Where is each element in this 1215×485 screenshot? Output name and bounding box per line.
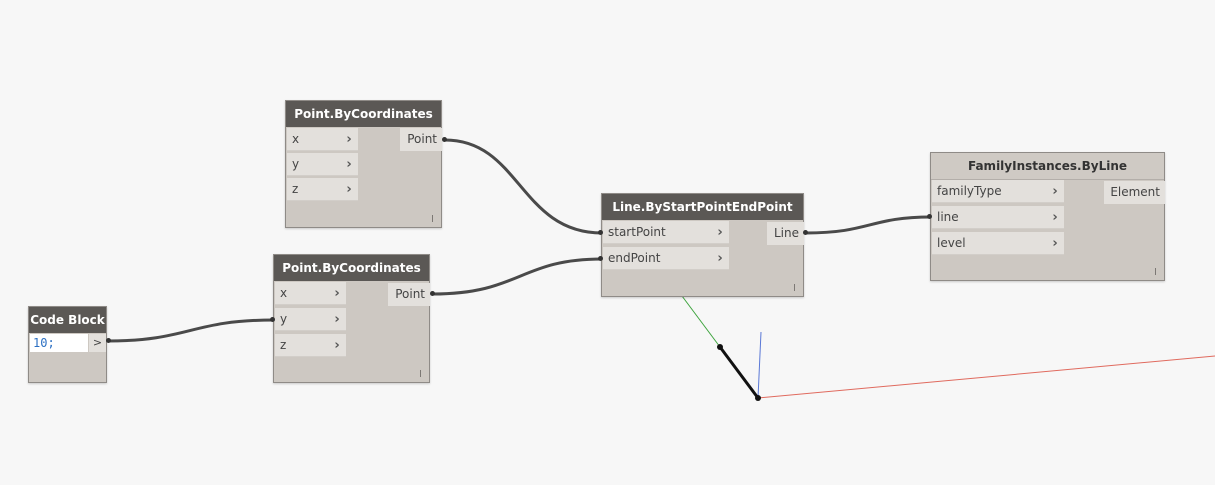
- port-label: Element: [1110, 185, 1160, 199]
- chevron-right-icon: ›: [1052, 236, 1058, 251]
- input-port-z[interactable]: z ›: [287, 178, 358, 201]
- port-label: line: [937, 210, 959, 224]
- connector-dot: [927, 214, 932, 219]
- node-title: Code Block: [29, 307, 106, 333]
- connector-dot: [442, 137, 447, 142]
- input-port-familytype[interactable]: familyType ›: [932, 180, 1064, 203]
- node-line-bystartpointendpoint[interactable]: Line.ByStartPointEndPoint startPoint › e…: [601, 193, 804, 297]
- axis-y-line: [681, 295, 721, 348]
- input-port-z[interactable]: z ›: [275, 334, 346, 357]
- output-port-point[interactable]: Point: [400, 128, 442, 151]
- node-code-block[interactable]: Code Block 10; >: [28, 306, 107, 383]
- wire-point1-to-startpoint[interactable]: [444, 138, 603, 235]
- code-editor[interactable]: 10;: [30, 334, 88, 352]
- chevron-right-icon: ›: [346, 157, 352, 172]
- output-port-code[interactable]: >: [89, 334, 106, 352]
- chevron-right-icon: ›: [717, 251, 723, 266]
- input-port-line[interactable]: line ›: [932, 206, 1064, 229]
- input-port-level[interactable]: level ›: [932, 232, 1064, 255]
- port-label: z: [280, 338, 287, 352]
- input-port-y[interactable]: y ›: [287, 153, 358, 176]
- input-port-x[interactable]: x ›: [287, 128, 358, 151]
- output-port-line[interactable]: Line: [767, 222, 804, 245]
- chevron-right-icon: ›: [346, 132, 352, 147]
- port-label: Point: [395, 287, 425, 301]
- connector-dot: [803, 230, 808, 235]
- node-resize-mark: [794, 284, 795, 291]
- chevron-right-icon: ›: [334, 338, 340, 353]
- preview-point-start: [717, 344, 723, 350]
- chevron-right-icon: ›: [717, 225, 723, 240]
- input-port-endpoint[interactable]: endPoint ›: [603, 247, 729, 270]
- node-title: Point.ByCoordinates: [286, 101, 441, 127]
- connector-dot: [430, 291, 435, 296]
- port-label: level: [937, 236, 966, 250]
- chevron-right-icon: ›: [1052, 210, 1058, 225]
- connector-dot: [598, 256, 603, 261]
- wire-line-to-familyline[interactable]: [805, 215, 932, 235]
- wire-point2-to-endpoint[interactable]: [432, 257, 603, 296]
- port-label: z: [292, 182, 299, 196]
- input-port-y[interactable]: y ›: [275, 308, 346, 331]
- node-point-bycoordinates-top[interactable]: Point.ByCoordinates x › y › z › Point: [285, 100, 442, 228]
- port-label: Line: [773, 226, 799, 240]
- port-label: x: [292, 132, 300, 146]
- port-label: x: [280, 286, 288, 300]
- port-label: y: [292, 157, 300, 171]
- node-title: FamilyInstances.ByLine: [931, 153, 1164, 180]
- wire-codeblock-to-y[interactable]: [106, 318, 275, 343]
- port-label: startPoint: [608, 225, 666, 239]
- chevron-right-icon: ›: [334, 312, 340, 327]
- output-port-element[interactable]: Element: [1104, 181, 1165, 204]
- port-label: endPoint: [608, 251, 661, 265]
- preview-point-end: [755, 395, 761, 401]
- port-label: Point: [407, 132, 437, 146]
- chevron-right-icon: ›: [334, 286, 340, 301]
- node-resize-mark: [432, 215, 433, 222]
- axis-z-line: [757, 331, 762, 399]
- port-label: y: [280, 312, 288, 326]
- connector-dot: [598, 230, 603, 235]
- node-title: Point.ByCoordinates: [274, 255, 429, 281]
- output-port-point[interactable]: Point: [388, 283, 430, 306]
- chevron-right-icon: ›: [346, 182, 352, 197]
- node-resize-mark: [420, 370, 421, 377]
- input-port-x[interactable]: x ›: [275, 282, 346, 305]
- axis-x-line: [757, 355, 1215, 399]
- node-title: Line.ByStartPointEndPoint: [602, 194, 803, 220]
- node-point-bycoordinates-bottom[interactable]: Point.ByCoordinates x › y › z › Point: [273, 254, 430, 383]
- preview-line: [718, 346, 760, 399]
- chevron-right-icon: ›: [1052, 184, 1058, 199]
- node-resize-mark: [1155, 268, 1156, 275]
- connector-dot: [106, 338, 111, 343]
- port-label: familyType: [937, 184, 1002, 198]
- input-port-startpoint[interactable]: startPoint ›: [603, 221, 729, 244]
- node-familyinstances-byline[interactable]: FamilyInstances.ByLine familyType › line…: [930, 152, 1165, 281]
- connector-dot: [270, 317, 275, 322]
